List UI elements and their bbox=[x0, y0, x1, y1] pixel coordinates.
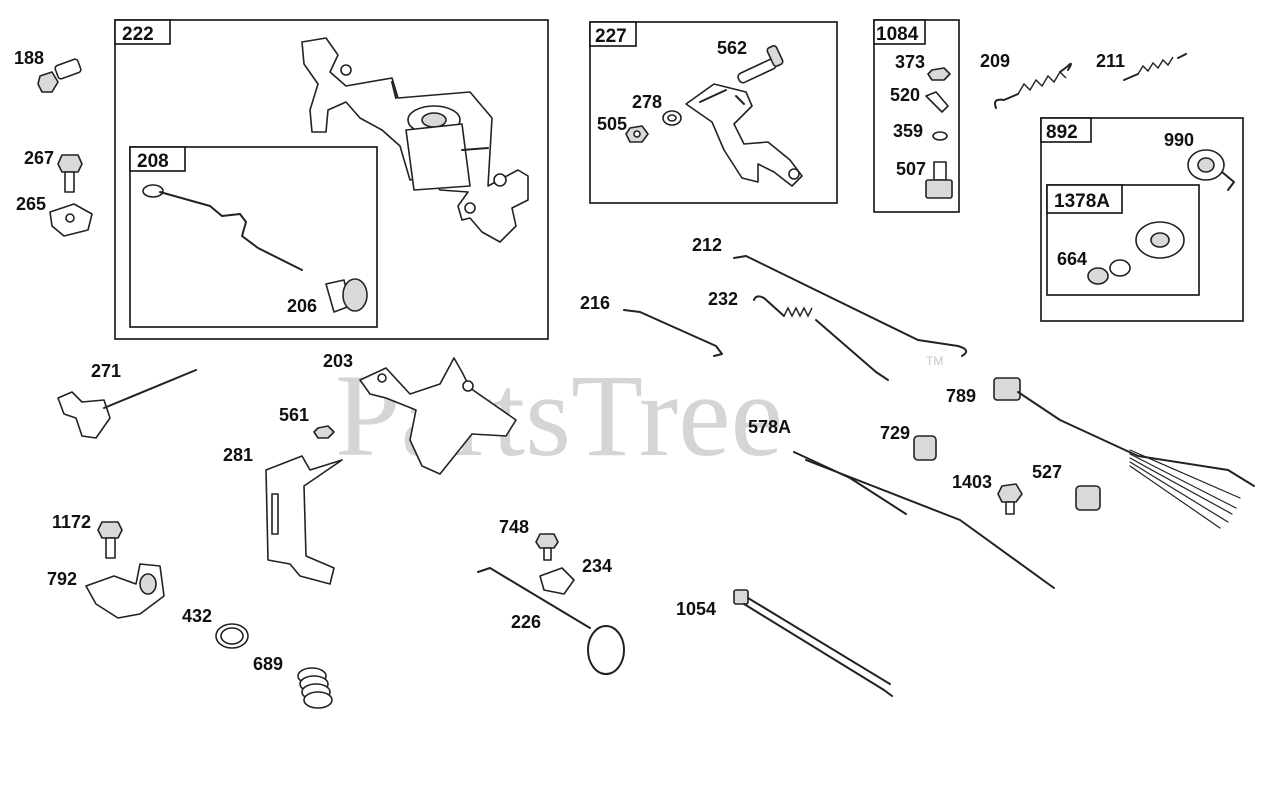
callout-188[interactable]: 188 bbox=[14, 48, 44, 68]
part-203-bracket[interactable] bbox=[359, 357, 517, 475]
part-505-nut[interactable] bbox=[625, 125, 649, 143]
part-1378a-switch[interactable] bbox=[1135, 221, 1185, 259]
watermark-text: PartsTree bbox=[335, 350, 783, 481]
part-232-spring[interactable] bbox=[753, 295, 889, 381]
part-789-wiring-harness[interactable] bbox=[993, 377, 1255, 529]
callout-432[interactable]: 432 bbox=[182, 606, 212, 626]
part-188-bolt[interactable] bbox=[37, 58, 82, 93]
part-271-cable[interactable] bbox=[57, 369, 197, 439]
part-520-clip[interactable] bbox=[925, 91, 949, 113]
part-373-nut[interactable] bbox=[927, 67, 951, 81]
callout-278[interactable]: 278 bbox=[632, 92, 662, 112]
callout-234[interactable]: 234 bbox=[582, 556, 612, 576]
watermark-trademark: TM bbox=[926, 354, 943, 368]
part-432-ring[interactable] bbox=[215, 623, 249, 649]
callout-359[interactable]: 359 bbox=[893, 121, 923, 141]
group-label-222: 222 bbox=[122, 24, 154, 45]
callout-562[interactable]: 562 bbox=[717, 38, 747, 58]
callout-792[interactable]: 792 bbox=[47, 569, 77, 589]
group-box-1084[interactable]: 1084 bbox=[873, 19, 960, 213]
group-box-208[interactable]: 208 bbox=[129, 146, 378, 328]
part-562-pin[interactable] bbox=[737, 45, 784, 84]
part-222-control-bracket[interactable] bbox=[301, 37, 529, 243]
part-1054-cable-tie[interactable] bbox=[733, 589, 893, 697]
callout-209[interactable]: 209 bbox=[980, 51, 1010, 71]
callout-729[interactable]: 729 bbox=[880, 423, 910, 443]
part-267-screw[interactable] bbox=[57, 154, 83, 193]
callout-689[interactable]: 689 bbox=[253, 654, 283, 674]
group-label-1378a: 1378A bbox=[1054, 191, 1110, 212]
callout-216[interactable]: 216 bbox=[580, 293, 610, 313]
group-label-208: 208 bbox=[137, 151, 169, 172]
part-234-clip[interactable] bbox=[539, 567, 575, 595]
group-box-1378a[interactable]: 1378A bbox=[1046, 184, 1200, 296]
callout-990[interactable]: 990 bbox=[1164, 130, 1194, 150]
callout-267[interactable]: 267 bbox=[24, 148, 54, 168]
callout-1403[interactable]: 1403 bbox=[952, 472, 992, 492]
part-792-bracket[interactable] bbox=[85, 563, 165, 619]
callout-226[interactable]: 226 bbox=[511, 612, 541, 632]
callout-664[interactable]: 664 bbox=[1057, 249, 1087, 269]
group-label-892: 892 bbox=[1046, 122, 1078, 143]
callout-748[interactable]: 748 bbox=[499, 517, 529, 537]
part-561-nut[interactable] bbox=[313, 425, 335, 439]
callout-561[interactable]: 561 bbox=[279, 405, 309, 425]
part-265-clip[interactable] bbox=[49, 203, 93, 237]
group-label-227: 227 bbox=[595, 26, 627, 47]
callout-505[interactable]: 505 bbox=[597, 114, 627, 134]
part-359-washer[interactable] bbox=[932, 131, 948, 141]
group-label-1084: 1084 bbox=[876, 24, 919, 45]
part-216-rod[interactable] bbox=[623, 309, 723, 357]
part-212-rod[interactable] bbox=[733, 255, 968, 357]
callout-1172[interactable]: 1172 bbox=[52, 512, 91, 532]
part-748-screw[interactable] bbox=[535, 533, 559, 561]
callout-789[interactable]: 789 bbox=[946, 386, 976, 406]
callout-271[interactable]: 271 bbox=[91, 361, 121, 381]
part-990-ignition-switch[interactable] bbox=[1187, 149, 1235, 191]
part-208-rod[interactable] bbox=[142, 184, 303, 271]
part-1403-screw[interactable] bbox=[997, 483, 1023, 515]
callout-206[interactable]: 206 bbox=[287, 296, 317, 316]
callout-520[interactable]: 520 bbox=[890, 85, 920, 105]
part-209-spring[interactable] bbox=[994, 62, 1072, 109]
callout-212[interactable]: 212 bbox=[692, 235, 722, 255]
part-664-nut[interactable] bbox=[1087, 259, 1131, 285]
callout-203[interactable]: 203 bbox=[323, 351, 353, 371]
callout-527[interactable]: 527 bbox=[1032, 462, 1062, 482]
callouts: 188 206 267 265 562 278 505 373 520 359 … bbox=[14, 38, 1194, 674]
part-578a-wire[interactable] bbox=[793, 451, 1055, 589]
part-281-bracket[interactable] bbox=[265, 455, 343, 585]
part-1172-bolt[interactable] bbox=[97, 521, 123, 559]
callout-211[interactable]: 211 bbox=[1096, 51, 1125, 71]
part-729-clip[interactable] bbox=[913, 435, 937, 461]
callout-373[interactable]: 373 bbox=[895, 52, 925, 72]
part-211-spring[interactable] bbox=[1123, 53, 1187, 81]
callout-507[interactable]: 507 bbox=[896, 159, 926, 179]
callout-578a[interactable]: 578A bbox=[748, 417, 791, 437]
callout-1054[interactable]: 1054 bbox=[676, 599, 716, 619]
group-box-222[interactable]: 222 bbox=[114, 19, 549, 340]
group-box-892[interactable]: 892 bbox=[1040, 117, 1244, 322]
callout-281[interactable]: 281 bbox=[223, 445, 253, 465]
callout-265[interactable]: 265 bbox=[16, 194, 46, 214]
part-507-switch[interactable] bbox=[925, 161, 953, 199]
part-689-spring[interactable] bbox=[297, 667, 333, 709]
part-227-lever[interactable] bbox=[685, 83, 803, 187]
part-527-clip[interactable] bbox=[1075, 485, 1101, 511]
part-226-rod[interactable] bbox=[477, 567, 625, 675]
group-box-227[interactable]: 227 bbox=[589, 21, 838, 204]
part-278-washer[interactable] bbox=[662, 110, 682, 126]
part-206-knob[interactable] bbox=[325, 278, 368, 313]
callout-232[interactable]: 232 bbox=[708, 289, 738, 309]
